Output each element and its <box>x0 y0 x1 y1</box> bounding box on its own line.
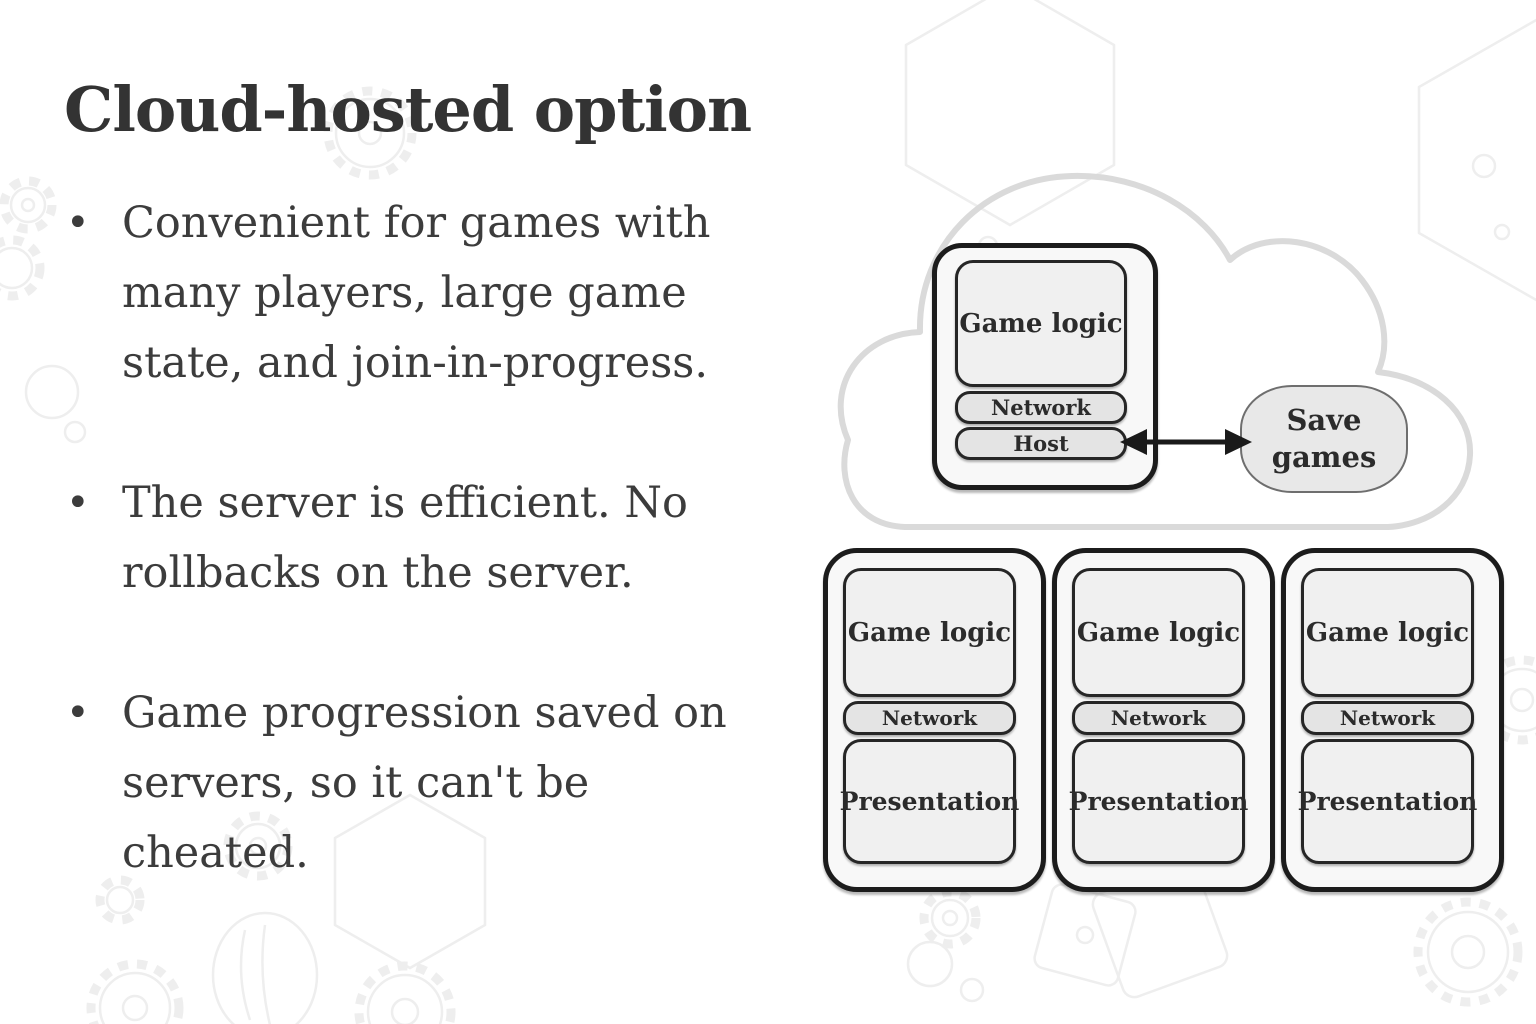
client-network-pill: Network <box>843 701 1016 735</box>
save-games-label: Save games <box>1271 403 1377 474</box>
client-presentation-box: Presentation <box>1069 739 1248 864</box>
server-network-pill: Network <box>955 391 1127 424</box>
server-game-logic-label: Game logic <box>959 308 1123 339</box>
bullet-marker: • <box>66 690 90 736</box>
circle-watermark-icon <box>906 940 954 988</box>
client-presentation-label: Presentation <box>1297 787 1478 816</box>
gear-watermark-icon <box>86 959 184 1024</box>
hexagon-watermark-icon <box>904 0 1116 227</box>
save-games-store: Save games <box>1240 385 1408 493</box>
server-host-label: Host <box>1013 431 1069 456</box>
server-box: Game logic Network Host <box>932 243 1158 490</box>
gear-watermark-icon <box>354 961 456 1024</box>
client-presentation-label: Presentation <box>839 787 1020 816</box>
bullet-item: • Convenient for games with many players… <box>64 188 794 398</box>
client-game-logic-label: Game logic <box>1305 617 1470 648</box>
client-game-logic-box: Game logic <box>843 568 1016 697</box>
bullet-text: The server is efficient. No rollbacks on… <box>122 478 688 598</box>
gear-watermark-icon <box>0 176 57 234</box>
client-game-logic-label: Game logic <box>1076 617 1241 648</box>
client-network-label: Network <box>1339 706 1436 730</box>
client-box: Game logic Network Presentation <box>823 548 1046 892</box>
client-network-pill: Network <box>1301 701 1474 735</box>
client-presentation-box: Presentation <box>1298 739 1477 864</box>
gear-watermark-icon <box>0 235 45 301</box>
client-game-logic-box: Game logic <box>1072 568 1245 697</box>
gear-watermark-icon <box>1413 897 1523 1007</box>
circle-watermark-icon <box>959 977 985 1003</box>
bullet-item: • Game progression saved on servers, so … <box>64 678 794 888</box>
client-box: Game logic Network Presentation <box>1052 548 1275 892</box>
bullet-text: Convenient for games with many players, … <box>122 198 711 388</box>
bullet-marker: • <box>66 200 90 246</box>
client-presentation-box: Presentation <box>840 739 1019 864</box>
server-network-label: Network <box>991 395 1091 420</box>
client-network-label: Network <box>881 706 978 730</box>
bullet-list: • Convenient for games with many players… <box>64 188 794 958</box>
circle-watermark-icon <box>1471 153 1497 179</box>
gear-watermark-icon <box>919 887 981 949</box>
client-network-pill: Network <box>1072 701 1245 735</box>
hexagon-watermark-icon <box>1417 18 1536 302</box>
client-box: Game logic Network Presentation <box>1281 548 1504 892</box>
dice-watermark-icon <box>1033 883 1137 987</box>
client-game-logic-box: Game logic <box>1301 568 1474 697</box>
client-presentation-label: Presentation <box>1068 787 1249 816</box>
circle-watermark-icon <box>1493 223 1511 241</box>
slide-title: Cloud-hosted option <box>64 73 752 146</box>
server-game-logic-box: Game logic <box>955 260 1127 387</box>
bullet-marker: • <box>66 480 90 526</box>
bullet-item: • The server is efficient. No rollbacks … <box>64 468 794 608</box>
client-network-label: Network <box>1110 706 1207 730</box>
client-game-logic-label: Game logic <box>847 617 1012 648</box>
server-host-pill: Host <box>955 427 1127 460</box>
bullet-text: Game progression saved on servers, so it… <box>122 688 727 878</box>
